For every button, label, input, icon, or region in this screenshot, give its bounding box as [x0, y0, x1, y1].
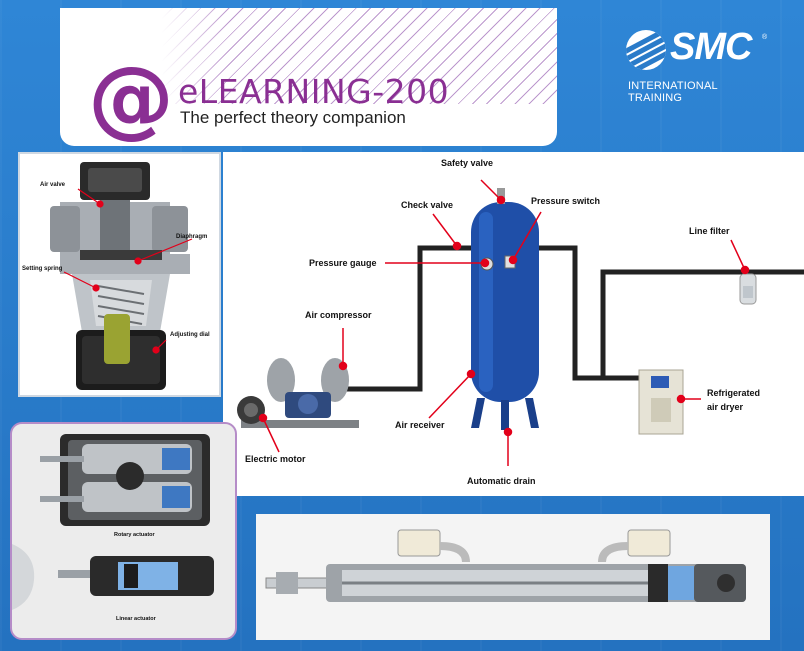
smc-logo-text: SMC	[670, 26, 752, 68]
label-adjusting-dial: Adjusting dial	[170, 332, 210, 338]
smc-logo: SMC ® INTERNATIONAL TRAINING	[626, 26, 771, 104]
cylinder-panel	[256, 514, 770, 640]
label-diaphragm: Diaphragm	[176, 234, 208, 240]
cylinder-illustration	[256, 514, 770, 640]
label-air-receiver: Air receiver	[395, 420, 445, 430]
actuators-panel: Rotary actuator Linear actuator	[10, 422, 237, 640]
banner-subtitle: The perfect theory companion	[180, 108, 406, 127]
regulator-valve-illustration	[20, 154, 219, 395]
label-refrigerated-air-dryer-line2: air dryer	[707, 402, 744, 412]
label-rotary-actuator: Rotary actuator	[114, 532, 155, 538]
label-pressure-gauge: Pressure gauge	[309, 258, 377, 268]
elearning-banner: @ eLEARNING-200 The perfect theory compa…	[60, 8, 557, 146]
label-safety-valve: Safety valve	[441, 158, 494, 168]
label-electric-motor: Electric motor	[245, 454, 306, 464]
banner-title: eLEARNING-200	[178, 72, 450, 111]
label-linear-actuator: Linear actuator	[116, 616, 156, 622]
label-setting-spring: Setting spring	[22, 266, 63, 272]
label-refrigerated-air-dryer-line1: Refrigerated	[707, 388, 761, 398]
smc-registered-mark: ®	[762, 34, 768, 41]
label-air-valve: Air valve	[40, 182, 66, 188]
smc-tagline: INTERNATIONAL TRAINING	[628, 80, 718, 104]
banner-hatch-fade	[60, 8, 230, 104]
label-line-filter: Line filter	[689, 226, 730, 236]
air-system-panel: Safety valve Check valve Pressure switch…	[223, 152, 804, 496]
air-system-illustration	[223, 152, 804, 496]
regulator-valve-panel: Air valve Diaphragm Setting spring Adjus…	[18, 152, 221, 397]
label-air-compressor: Air compressor	[305, 310, 372, 320]
label-check-valve: Check valve	[401, 200, 454, 210]
actuators-illustration	[12, 434, 214, 610]
label-pressure-switch: Pressure switch	[531, 196, 601, 206]
at-logo-icon: @	[88, 48, 174, 146]
label-automatic-drain: Automatic drain	[467, 476, 536, 486]
smc-mark-icon	[626, 30, 666, 70]
